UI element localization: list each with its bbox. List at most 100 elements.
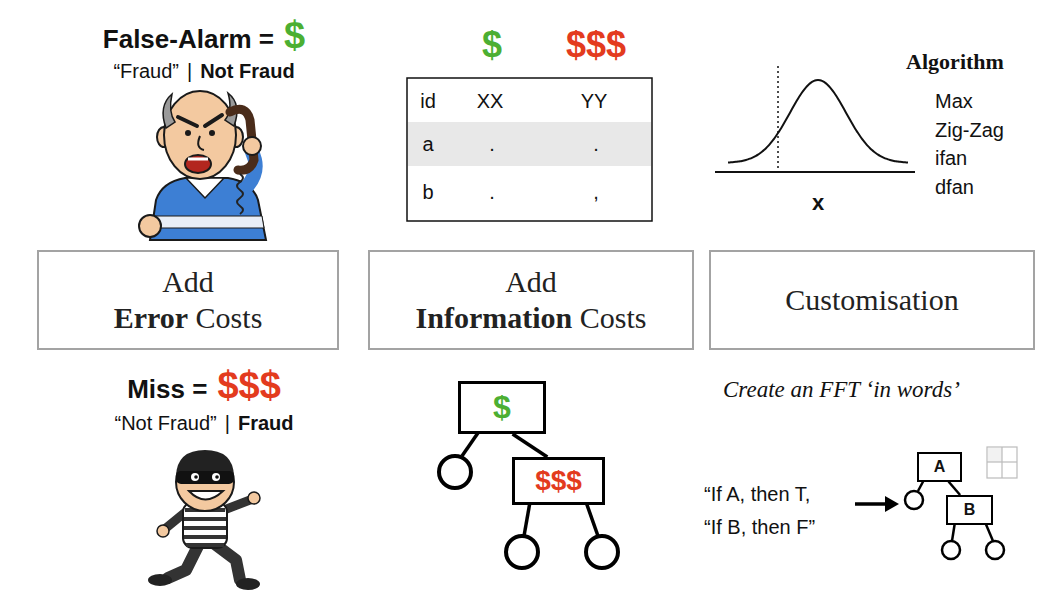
list-item: Max bbox=[935, 90, 973, 113]
list-item: ifan bbox=[935, 147, 967, 170]
table-cell: . bbox=[593, 133, 599, 156]
truth-text: Fraud bbox=[238, 412, 294, 435]
box-text: B bbox=[964, 500, 976, 519]
text-line: Error Costs bbox=[114, 300, 263, 336]
thief-cartoon-part bbox=[191, 473, 199, 481]
conversion-arrow-part bbox=[855, 502, 888, 506]
cost-heading: Miss = bbox=[127, 375, 207, 405]
text-word: Error bbox=[114, 301, 188, 334]
text-row: Miss = $$$ bbox=[127, 364, 281, 408]
box-text: $ bbox=[493, 388, 511, 426]
option-box: Add Error Costs bbox=[37, 250, 339, 350]
cue-box: B bbox=[946, 495, 993, 525]
thief-cartoon-part bbox=[189, 491, 223, 500]
text-word: Add bbox=[162, 265, 214, 298]
thief-cartoon-part bbox=[248, 492, 260, 504]
angry-caller-cartoon-part bbox=[188, 158, 208, 161]
angry-caller-cartoon-part bbox=[139, 215, 161, 237]
tree-branch bbox=[513, 434, 548, 457]
angry-caller-cartoon-part bbox=[152, 216, 264, 228]
grid-icon-part bbox=[988, 448, 1002, 462]
cost-heading: False-Alarm = bbox=[103, 25, 274, 55]
tree-leaf-lines-part bbox=[439, 456, 471, 488]
small-tree-leaf-lines-part bbox=[986, 541, 1004, 559]
distribution-curve-part bbox=[777, 66, 779, 172]
cost-symbol: $ bbox=[482, 24, 502, 65]
option-box: Customisation bbox=[709, 250, 1035, 350]
data-table-grid-part bbox=[408, 122, 651, 166]
rule-text: “If B, then F” bbox=[704, 516, 815, 539]
box-text: Add Error Costs bbox=[114, 264, 263, 336]
distribution-curve-part bbox=[728, 80, 908, 162]
cue-box: $$$ bbox=[512, 457, 605, 505]
angry-caller-cartoon-part bbox=[185, 130, 191, 136]
angry-caller-cartoon-part bbox=[186, 178, 224, 198]
thief-cartoon-part bbox=[176, 471, 234, 484]
angry-caller-cartoon-part bbox=[164, 91, 236, 179]
thief-cartoon-part bbox=[194, 475, 198, 479]
grid-icon-part bbox=[987, 461, 1017, 462]
tree-branch bbox=[949, 482, 961, 496]
separator: | bbox=[225, 412, 230, 435]
thief-cartoon-part bbox=[212, 473, 220, 481]
thief-cartoon-part bbox=[148, 574, 172, 586]
tree-leaf-lines-part bbox=[586, 502, 598, 536]
angry-caller-cartoon-part bbox=[178, 117, 197, 126]
cost-symbol: $ bbox=[284, 14, 305, 58]
grid-icon-part bbox=[987, 447, 1017, 478]
small-tree-leaf-lines bbox=[905, 478, 1004, 559]
angry-caller-cartoon-part bbox=[198, 136, 204, 150]
conversion-arrow-part bbox=[885, 496, 899, 512]
box-text: Customisation bbox=[785, 282, 958, 318]
angry-caller-cartoon-part bbox=[209, 130, 215, 136]
text-word: Add bbox=[505, 265, 557, 298]
text-row: “Fraud” | Not Fraud bbox=[113, 60, 294, 83]
table-cell: id bbox=[420, 90, 436, 113]
list-item: dfan bbox=[935, 176, 974, 199]
cost-symbol: $$$ bbox=[217, 364, 280, 408]
text-row: False-Alarm = $ bbox=[103, 14, 305, 58]
grid-icon bbox=[987, 447, 1017, 478]
angry-caller-cartoon-part bbox=[205, 115, 222, 126]
table-cell: , bbox=[593, 181, 599, 204]
tree-leaf-lines-part bbox=[524, 502, 530, 536]
decision-text: “Not Fraud” bbox=[114, 412, 216, 435]
list-heading: Algorithm bbox=[906, 49, 1004, 74]
instruction-text: Create an FFT ‘in words’ bbox=[723, 377, 960, 403]
text-word: Costs bbox=[196, 301, 263, 334]
cue-box: $ bbox=[458, 381, 546, 434]
thief-cartoon bbox=[148, 450, 260, 590]
box-text: A bbox=[934, 457, 946, 476]
thief-cartoon-part bbox=[184, 510, 226, 545]
truth-text: Not Fraud bbox=[200, 60, 294, 83]
thief-cartoon-part bbox=[215, 475, 219, 479]
thief-cartoon-part bbox=[157, 525, 169, 537]
box-text: Add Information Costs bbox=[416, 264, 647, 336]
thief-cartoon-part bbox=[224, 500, 250, 510]
angry-caller-cartoon-part bbox=[185, 155, 211, 173]
text-row: “Not Fraud” | Fraud bbox=[114, 412, 293, 435]
thief-cartoon-part bbox=[236, 578, 260, 590]
data-table-grid-part bbox=[407, 78, 652, 221]
axis-label: x bbox=[812, 190, 824, 215]
tree-leaf-lines bbox=[439, 430, 618, 568]
rule-text: “If A, then T, bbox=[704, 483, 810, 506]
distribution-curve-part bbox=[715, 171, 915, 173]
tree-leaf-lines-part bbox=[586, 536, 618, 568]
text-word: Costs bbox=[580, 301, 647, 334]
angry-caller-cartoon-part bbox=[163, 94, 175, 128]
text-line: Information Costs bbox=[416, 300, 647, 336]
tree-leaf-lines-part bbox=[506, 536, 538, 568]
table-cell: . bbox=[489, 133, 495, 156]
table-cell: a bbox=[422, 133, 433, 156]
text-line: Add bbox=[416, 264, 647, 300]
table-cell: . bbox=[489, 181, 495, 204]
small-tree-leaf-lines-part bbox=[942, 541, 960, 559]
table-cell: XX bbox=[477, 90, 504, 113]
separator: | bbox=[187, 60, 192, 83]
text-word: Information bbox=[416, 301, 573, 334]
distribution-curve bbox=[715, 66, 915, 172]
table-cell: b bbox=[422, 181, 433, 204]
decision-text: “Fraud” bbox=[113, 60, 179, 83]
